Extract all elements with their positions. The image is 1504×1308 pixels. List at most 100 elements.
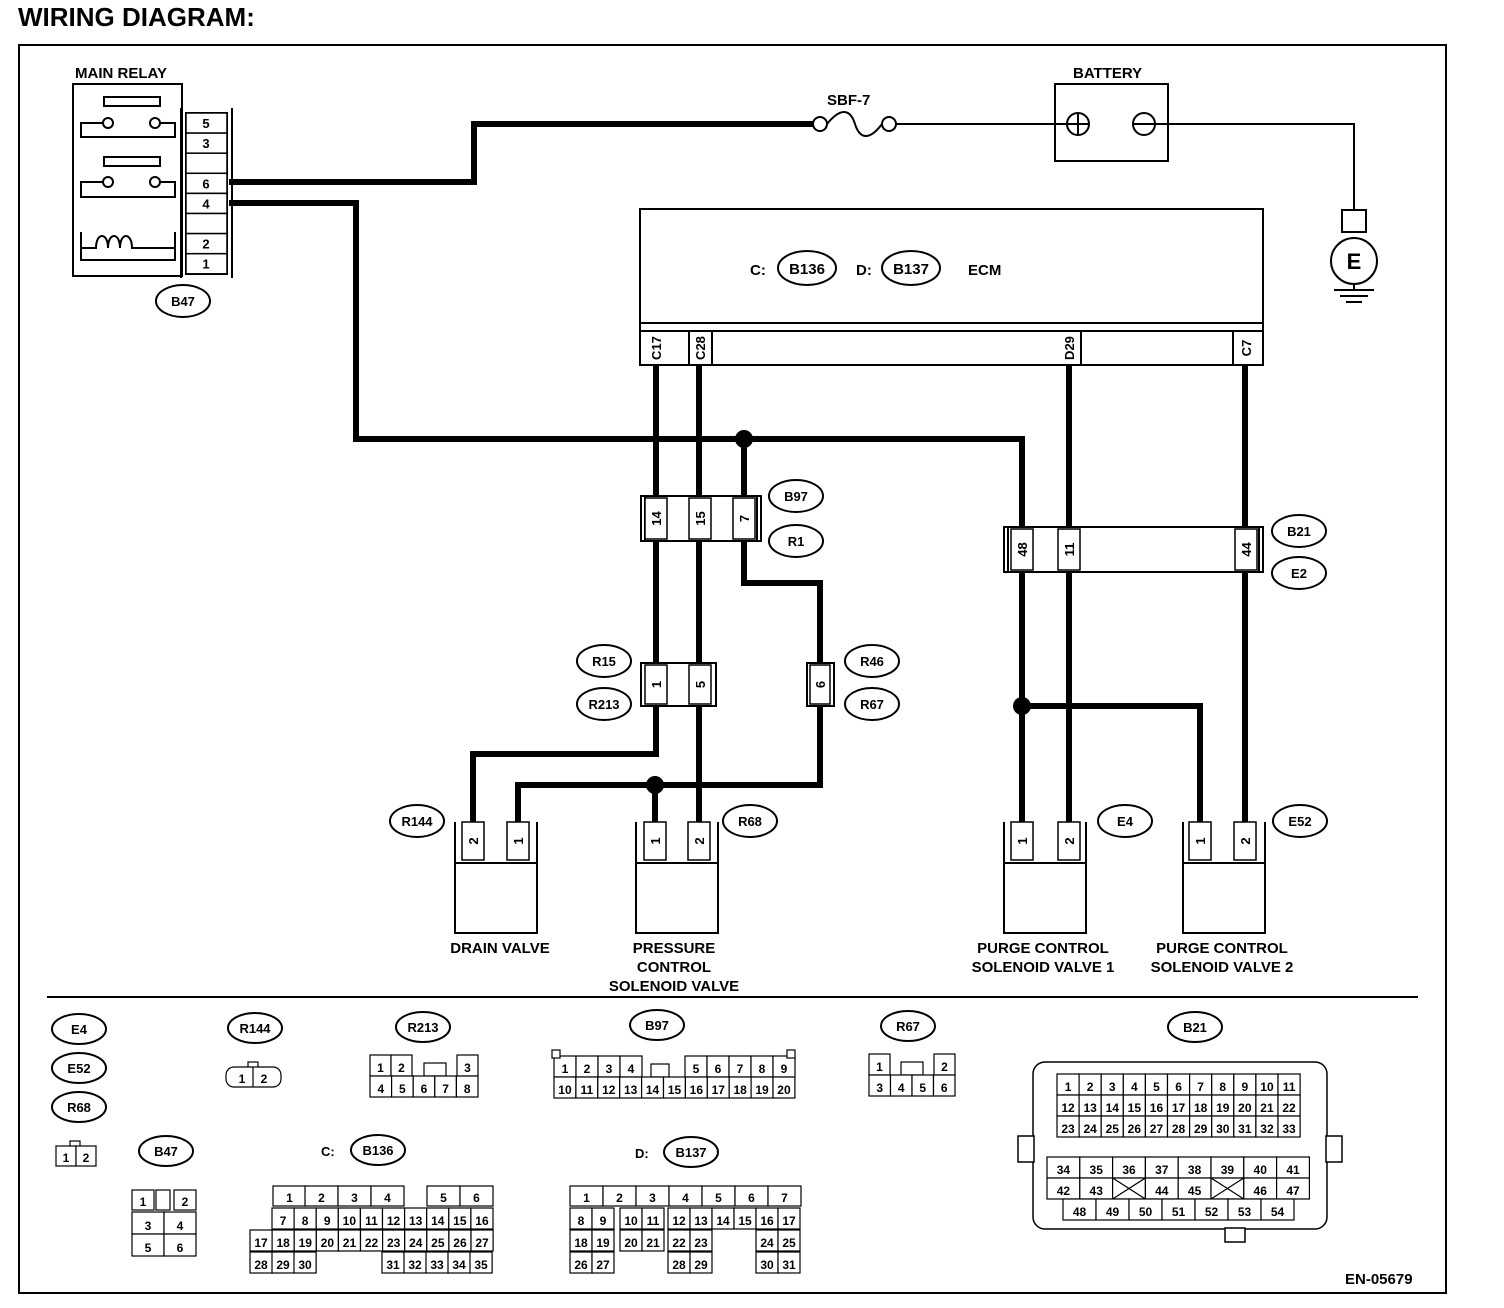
purge-control-solenoid-valve-1: PURGE CONTROL SOLENOID VALVE 1 [972,822,1114,976]
face-b137-cell [641,1207,665,1230]
face-r144-pin: 1 [239,1072,246,1086]
face-b21-pin: 16 [1150,1101,1164,1115]
face-b137-pin: 22 [672,1236,686,1250]
wires [229,121,1248,822]
purge-valve-1-pin-cell [1057,821,1081,861]
pressure-valve-label-3: SOLENOID VALVE [609,978,739,995]
connector-r46-oval [844,644,900,678]
face-b136-pin: 25 [431,1236,445,1250]
face-b136-pin: 31 [386,1258,400,1272]
face-b21-pin: 39 [1221,1163,1235,1177]
face-b137-pin: 5 [715,1191,722,1205]
face-b136-cell [459,1185,494,1207]
face-b137-cell [767,1185,802,1207]
relay-pin-number: 3 [202,136,209,151]
face-b137-pin: 21 [646,1236,660,1250]
face-b137-cell [591,1251,615,1274]
b97-pin: 14 [649,511,664,526]
face-b21-pin: 32 [1260,1122,1274,1136]
purge-valve-1-label-1: PURGE CONTROL [977,940,1109,957]
connector-b97-label: B97 [784,489,808,504]
face-r68-label: R68 [67,1100,91,1115]
face-b97-pin: 20 [777,1083,791,1097]
face-b137-pin: 20 [624,1236,638,1250]
battery: BATTERY [1054,65,1169,162]
face-b21-pin: 13 [1083,1101,1097,1115]
face-b47-label: B47 [154,1144,178,1159]
face-r67-pin: 6 [941,1081,948,1095]
ecm-c-prefix: C: [750,262,766,279]
face-b137-pin: 25 [782,1236,796,1250]
ecm-pin: C7 [1239,340,1254,357]
connector-r213-label: R213 [588,697,619,712]
ground-label: E [1347,249,1362,274]
face-b21-pin: 1 [1065,1080,1072,1094]
face-b137-cell [641,1229,665,1252]
face-b136-pin: 16 [475,1214,489,1228]
purge-valve-2-pin-cell [1188,821,1212,861]
drain-valve-label: DRAIN VALVE [450,940,549,957]
face-b136-cell [469,1251,493,1274]
splice-point [735,430,753,448]
face-b137-pin: 13 [694,1214,708,1228]
face-b21-pin: 27 [1150,1122,1164,1136]
face-b97-pin: 2 [584,1062,591,1076]
purge-valve-2-pin: 1 [1193,837,1208,844]
face-r67-pin: 4 [898,1081,905,1095]
face-b136-pin: 15 [453,1214,467,1228]
connector-r68-label: R68 [738,814,762,829]
connector-b21-label: B21 [1287,524,1311,539]
face-b21-pin: 31 [1238,1122,1252,1136]
face-b136-pin: 1 [286,1191,293,1205]
face-b47-cell [131,1189,155,1211]
face-b137-prefix: D: [635,1146,649,1161]
face-b21-pin: 11 [1283,1080,1296,1094]
face-b137-pin: 26 [574,1258,588,1272]
splice-point [646,776,664,794]
face-r213-pin: 8 [464,1082,471,1096]
face-b97-pin: 14 [646,1083,660,1097]
pressure-valve-pin: 2 [692,837,707,844]
r15-pin: 1 [649,681,664,688]
face-b21-pin: 23 [1061,1122,1075,1136]
face-b21-pin: 36 [1122,1163,1136,1177]
face-b97-cell [772,1076,796,1099]
r46-pin: 6 [813,681,828,688]
connector-e2-oval [1271,556,1327,590]
connector-r1-label: R1 [788,534,805,549]
purge-valve-1-pin-cell [1010,821,1034,861]
face-b21-pin: 50 [1139,1205,1153,1219]
face-b97-pin: 6 [715,1062,722,1076]
face-b97-pin: 17 [712,1083,726,1097]
face-b137-cell [591,1207,615,1230]
face-b137-pin: 28 [672,1258,686,1272]
face-b21-pin: 24 [1083,1122,1097,1136]
drain-valve: DRAIN VALVE [450,822,550,957]
connector-e4-label: E4 [1117,814,1134,829]
face-b21-pin: 29 [1194,1122,1208,1136]
face-r144-pin: 2 [261,1072,268,1086]
face-b21-pin: 14 [1106,1101,1120,1115]
r15-pin-cell [644,664,668,705]
face-b136-oval [350,1134,406,1166]
face-b21-pin: 10 [1260,1080,1274,1094]
face-b136-pin: 14 [431,1214,445,1228]
relay-pin-number: 4 [202,196,210,211]
r15-pin-cell [688,664,712,705]
connector-r144-label: R144 [401,814,433,829]
face-b21-pin: 48 [1073,1205,1087,1219]
relay-pin-cell [185,152,228,175]
relay-pin-number: 6 [202,176,209,191]
face-b136-pin: 27 [475,1236,489,1250]
face-b47-pin: 6 [177,1241,184,1255]
face-b136-pin: 28 [254,1258,268,1272]
face-b136-pin: 21 [343,1236,357,1250]
face-e52-label: E52 [67,1061,90,1076]
face-b47-pin: 4 [177,1219,184,1233]
face-b136-pin: 33 [430,1258,444,1272]
face-b21-pin: 49 [1106,1205,1120,1219]
face-b97-oval [629,1009,685,1041]
drain-valve-pin-cell [461,821,485,861]
face-e4-pin: 1 [63,1151,70,1165]
